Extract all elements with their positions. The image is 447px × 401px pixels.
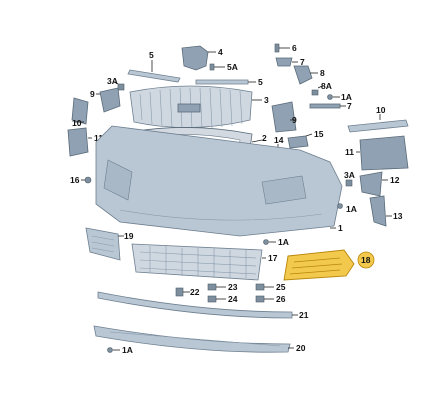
part-23[interactable]: 23: [207, 282, 238, 292]
label-9-right: 9: [292, 115, 297, 125]
part-10-left[interactable]: 10: [71, 97, 89, 128]
part-3-upper-grille[interactable]: 3: [129, 85, 269, 129]
label-14: 14: [274, 135, 284, 145]
label-8a: 8A: [321, 81, 332, 91]
label-15: 15: [314, 129, 324, 139]
label-10-right: 10: [376, 105, 386, 115]
part-15[interactable]: 15: [287, 129, 324, 149]
label-11-left: 11: [94, 133, 103, 143]
part-7[interactable]: 7: [275, 57, 305, 67]
label-8: 8: [320, 68, 325, 78]
part-9-left[interactable]: 9: [90, 87, 121, 113]
part-1a-top[interactable]: 1A: [327, 92, 352, 102]
part-6[interactable]: 6: [274, 43, 297, 53]
label-16: 16: [70, 175, 80, 185]
label-11-right: 11: [345, 147, 354, 157]
part-19[interactable]: 19: [85, 227, 134, 261]
label-26: 26: [276, 294, 286, 304]
part-1a-bottom[interactable]: 1A: [107, 345, 133, 355]
part-7-bar[interactable]: 7: [309, 101, 352, 111]
label-6: 6: [292, 43, 297, 53]
label-5-right: 5: [258, 77, 263, 87]
part-16[interactable]: 16: [70, 175, 92, 185]
label-2: 2: [262, 133, 267, 143]
label-7: 7: [300, 57, 305, 67]
part-10-right[interactable]: 10: [347, 105, 409, 133]
part-5-right[interactable]: 5: [195, 77, 263, 87]
label-3a: 3A: [107, 76, 118, 86]
part-18-highlighted[interactable]: 18: [283, 249, 375, 281]
label-5a: 5A: [227, 62, 238, 72]
label-5-upper: 5: [149, 50, 154, 60]
part-9-right[interactable]: 9: [271, 101, 297, 133]
label-21: 21: [299, 310, 309, 320]
label-12: 12: [390, 175, 400, 185]
label-1a-top: 1A: [341, 92, 352, 102]
part-5-upper[interactable]: 5: [127, 50, 181, 83]
part-11-left[interactable]: 11: [67, 127, 103, 157]
part-5a[interactable]: 5A: [209, 62, 238, 72]
part-22[interactable]: 22: [175, 287, 200, 297]
label-24: 24: [228, 294, 238, 304]
part-25[interactable]: 25: [255, 282, 286, 292]
label-20: 20: [296, 343, 306, 353]
part-13[interactable]: 13: [369, 195, 403, 227]
label-1a-bottom: 1A: [122, 345, 133, 355]
label-17: 17: [268, 253, 278, 263]
part-20-underbody[interactable]: 20: [93, 325, 306, 353]
label-13: 13: [393, 211, 403, 221]
label-19: 19: [124, 231, 134, 241]
label-10-left: 10: [72, 118, 82, 128]
part-18-badge: [357, 251, 375, 269]
label-7b: 7: [347, 101, 352, 111]
part-1a-right[interactable]: 1A: [337, 203, 357, 215]
part-24[interactable]: 24: [207, 294, 238, 304]
part-1a-center[interactable]: 1A: [263, 237, 289, 247]
part-8a[interactable]: 8A: [311, 81, 332, 96]
part-26[interactable]: 26: [255, 294, 286, 304]
part-21-trim-strip[interactable]: 21: [97, 291, 309, 320]
label-25: 25: [276, 282, 286, 292]
label-4: 4: [218, 47, 223, 57]
part-3a-right[interactable]: 3A: [344, 170, 355, 187]
label-1: 1: [338, 223, 343, 233]
label-3a-right: 3A: [344, 170, 355, 180]
label-18: 18: [361, 255, 371, 265]
part-3a[interactable]: 3A: [107, 76, 125, 91]
part-12[interactable]: 12: [359, 171, 400, 197]
label-1a-center: 1A: [278, 237, 289, 247]
label-1a-right: 1A: [346, 204, 357, 214]
part-11-right[interactable]: 11: [345, 135, 409, 171]
part-1-bumper-cover[interactable]: 1: [95, 125, 343, 237]
label-22: 22: [190, 287, 200, 297]
label-3: 3: [264, 95, 269, 105]
label-9-left: 9: [90, 89, 95, 99]
label-23: 23: [228, 282, 238, 292]
part-8[interactable]: 8: [293, 65, 325, 85]
part-4[interactable]: 4: [181, 45, 223, 71]
part-17-lower-grille[interactable]: 17: [131, 243, 278, 281]
